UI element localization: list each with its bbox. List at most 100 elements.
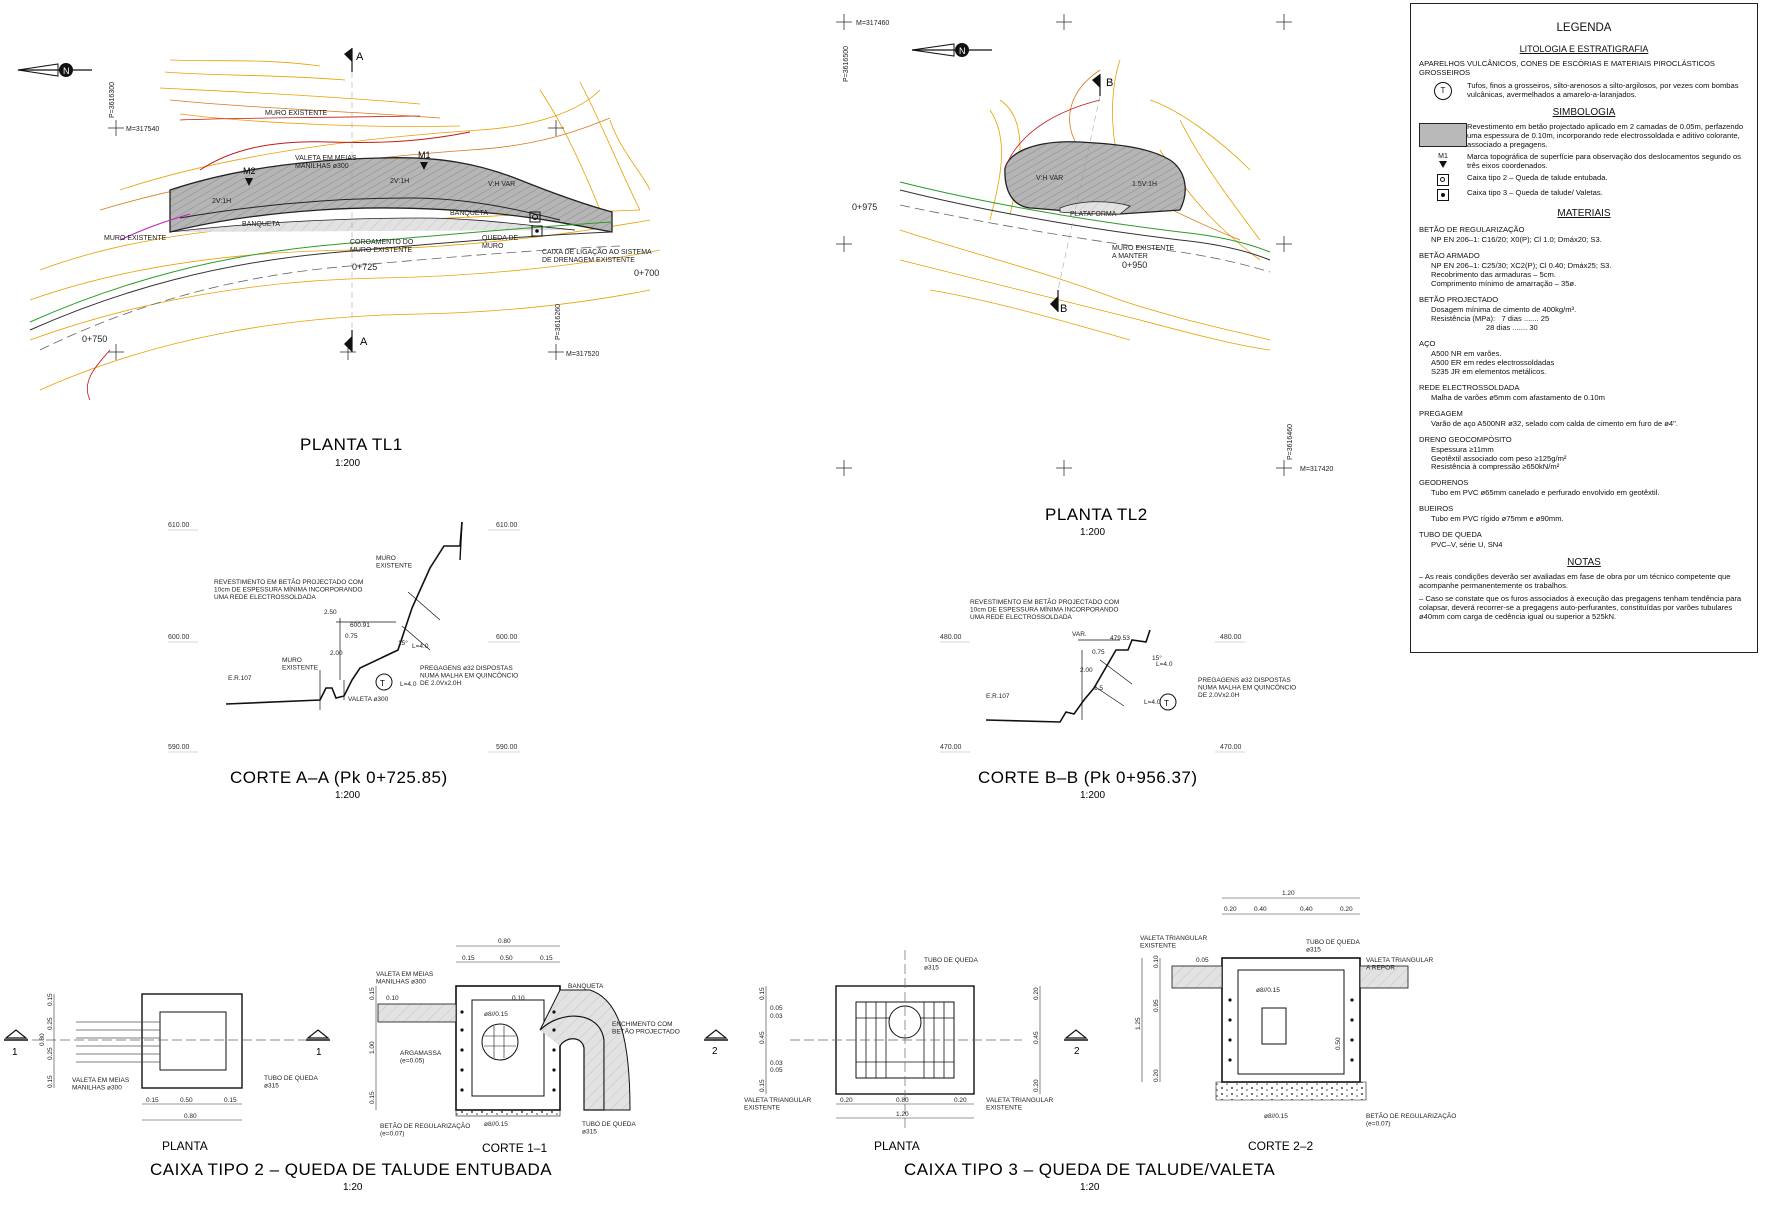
svg-text:0.20: 0.20 — [1224, 906, 1237, 913]
svg-text:VAR.: VAR. — [1072, 631, 1087, 638]
svg-text:590.00: 590.00 — [496, 744, 518, 751]
legend-caixa3-row: Caixa tipo 3 – Queda de talude/ Valetas. — [1419, 188, 1749, 201]
svg-text:0.25: 0.25 — [47, 1047, 54, 1060]
svg-text:REVESTIMENTO EM BETÃO PROJECTA: REVESTIMENTO EM BETÃO PROJECTADO COM10cm… — [214, 577, 363, 601]
corte-bb-scale: 1:200 — [1080, 790, 1105, 801]
simbologia-title: SIMBOLOGIA — [1552, 107, 1616, 119]
svg-text:BANQUETA: BANQUETA — [450, 210, 488, 217]
svg-text:T: T — [380, 679, 385, 688]
svg-text:T: T — [1164, 699, 1169, 708]
section-marker-a-top: A — [344, 48, 364, 72]
plan-tl2: N — [836, 14, 1333, 538]
svg-text:0+950: 0+950 — [1122, 260, 1147, 270]
material-title: TUBO DE QUEDA — [1419, 530, 1482, 540]
material-line: Resistência à compressão ≥650kN/m² — [1431, 462, 1560, 472]
caixa2-corte-label: CORTE 1–1 — [482, 1141, 547, 1155]
svg-text:0.95: 0.95 — [1153, 999, 1160, 1012]
svg-text:V:H VAR: V:H VAR — [488, 181, 515, 188]
material-line: Recobrimento das armaduras – 5cm. — [1431, 270, 1556, 280]
svg-text:1.25: 1.25 — [1135, 1017, 1142, 1030]
svg-text:M=317520: M=317520 — [566, 351, 599, 358]
svg-text:600.91: 600.91 — [350, 622, 370, 629]
note-item: – As reais condições deverão ser avaliad… — [1419, 571, 1731, 590]
marker-m1: M1 — [418, 150, 431, 170]
svg-text:ø8//0.15: ø8//0.15 — [1264, 1113, 1288, 1120]
svg-text:L=4.0: L=4.0 — [412, 643, 429, 650]
svg-text:PLATAFORMA: PLATAFORMA — [1070, 211, 1117, 218]
svg-text:0.45: 0.45 — [759, 1031, 766, 1044]
material-line: NP EN 206–1: C16/20; X0(P); Cl 1.0; Dmáx… — [1431, 235, 1602, 245]
svg-text:VALETA ø300: VALETA ø300 — [348, 696, 389, 703]
svg-text:M=317460: M=317460 — [856, 20, 889, 27]
svg-text:2.00: 2.00 — [330, 650, 343, 657]
legend-panel: LEGENDA LITOLOGIA E ESTRATIGRAFIA APAREL… — [1410, 3, 1758, 653]
caixa2-corte: 0.80 0.15 0.50 0.15 0.10 0.10 0.15 1.00 … — [369, 938, 680, 1155]
svg-text:470.00: 470.00 — [1220, 744, 1242, 751]
material-line: NP EN 206–1: C25/30; XC2(P); Cl 0.40; Dm… — [1431, 261, 1612, 271]
svg-text:A: A — [356, 51, 364, 63]
svg-text:0.25: 0.25 — [47, 1017, 54, 1030]
svg-text:0.10: 0.10 — [512, 995, 525, 1002]
material-line: Tubo em PVC rígido ø75mm e ø90mm. — [1431, 514, 1564, 524]
svg-text:B: B — [1060, 303, 1067, 315]
svg-text:0.03: 0.03 — [770, 1013, 783, 1020]
legend-caixa2-row: Caixa tipo 2 – Queda de talude entubada. — [1419, 173, 1749, 186]
svg-text:1: 1 — [12, 1047, 18, 1058]
svg-text:0.80: 0.80 — [498, 938, 511, 945]
caixa3-title: CAIXA TIPO 3 – QUEDA DE TALUDE/VALETA — [904, 1160, 1275, 1179]
svg-text:0.15: 0.15 — [462, 955, 475, 962]
plan-tl2-scale: 1:200 — [1080, 527, 1105, 538]
tl2-shotcrete-area — [1004, 141, 1186, 215]
material-title: GEODRENOS — [1419, 478, 1469, 488]
legend-revestimento-row: Revestimento em betão projectado aplicad… — [1419, 122, 1749, 150]
material-title: BUEIROS — [1419, 504, 1454, 514]
svg-text:E.R.107: E.R.107 — [228, 675, 252, 682]
material-line: 28 dias ....... 30 — [1431, 323, 1538, 333]
notas-list: – As reais condições deverão ser avaliad… — [1419, 571, 1749, 622]
marker-m2: M2 — [243, 166, 256, 186]
svg-text:L=4.0: L=4.0 — [1144, 699, 1161, 706]
svg-text:0+975: 0+975 — [852, 202, 877, 212]
svg-text:A: A — [360, 336, 368, 348]
svg-text:0.15: 0.15 — [369, 1091, 376, 1104]
caixa2-scale: 1:20 — [343, 1182, 363, 1193]
material-line: Tubo em PVC ø65mm canelado e perfurado e… — [1431, 488, 1660, 498]
svg-text:15°: 15° — [398, 639, 408, 647]
material-line: A500 ER em redes electrossoldadas — [1431, 357, 1555, 367]
svg-text:0.40: 0.40 — [1254, 906, 1267, 913]
caixa-tipo-3: 2 2 0.20 0.80 0.20 1.20 0.05 0.03 0.03 0… — [704, 890, 1456, 1193]
caixa3-planta-label: PLANTA — [874, 1139, 920, 1153]
svg-text:0.80: 0.80 — [39, 1033, 46, 1046]
caixa-3-symbol — [531, 225, 543, 237]
svg-text:0+725: 0+725 — [352, 262, 377, 272]
svg-text:610.00: 610.00 — [168, 522, 190, 529]
legend-marca-row: M1 Marca topográfica de superfície para … — [1419, 152, 1749, 171]
material-title: BETÃO DE REGULARIZAÇÃO — [1419, 225, 1525, 235]
svg-text:0.15: 0.15 — [47, 1075, 54, 1088]
svg-text:2: 2 — [712, 1046, 718, 1057]
svg-text:0.15: 0.15 — [146, 1097, 159, 1104]
svg-text:ø8//0.15: ø8//0.15 — [484, 1121, 508, 1128]
svg-text:470.00: 470.00 — [940, 744, 962, 751]
caixa2-title: CAIXA TIPO 2 – QUEDA DE TALUDE ENTUBADA — [150, 1160, 552, 1179]
svg-text:600.00: 600.00 — [496, 634, 518, 641]
caixa3-corte: 1.20 0.20 0.40 0.40 0.20 1.25 0.95 0.20 … — [1135, 890, 1456, 1153]
svg-text:0.20: 0.20 — [1153, 1069, 1160, 1082]
svg-text:0.50: 0.50 — [500, 955, 513, 962]
svg-text:0.80: 0.80 — [896, 1097, 909, 1104]
svg-text:B: B — [1106, 77, 1113, 89]
materiais-title: MATERIAIS — [1557, 207, 1611, 219]
svg-text:0.50: 0.50 — [180, 1097, 193, 1104]
caixa3-symbol-icon — [1437, 188, 1449, 201]
svg-text:E.R.107: E.R.107 — [986, 693, 1010, 700]
svg-text:0.50: 0.50 — [1335, 1037, 1342, 1050]
marca-symbol-label: M1 — [1438, 152, 1448, 160]
